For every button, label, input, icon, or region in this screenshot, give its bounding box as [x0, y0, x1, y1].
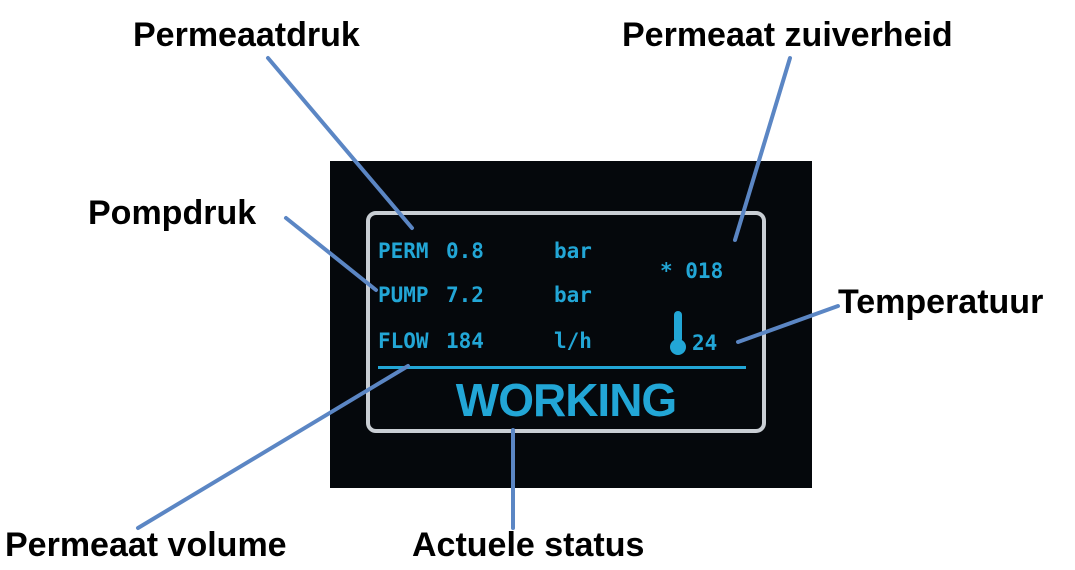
pump-label: PUMP: [378, 283, 429, 307]
callout-permeaat-zuiverheid: Permeaat zuiverheid: [622, 16, 953, 54]
perm-unit: bar: [554, 239, 592, 263]
perm-label: PERM: [378, 239, 429, 263]
callout-permeaat-volume: Permeaat volume: [5, 526, 287, 564]
callout-temperatuur: Temperatuur: [838, 283, 1044, 321]
flow-unit: l/h: [554, 329, 592, 353]
purity-value: * 018: [660, 259, 724, 283]
temperature-value: 24: [692, 331, 718, 355]
flow-value: 184: [446, 329, 484, 353]
flow-label: FLOW: [378, 329, 429, 353]
perm-value: 0.8: [446, 239, 484, 263]
pump-unit: bar: [554, 283, 592, 307]
callout-pompdruk: Pompdruk: [88, 194, 257, 232]
thermometer-icon: [670, 311, 686, 355]
callout-actuele-status: Actuele status: [412, 526, 645, 564]
callout-permeaatdruk: Permeaatdruk: [133, 16, 360, 54]
oled-display: PERM 0.8 bar PUMP 7.2 bar FLOW 184 l/h *…: [330, 161, 812, 488]
display-divider: [378, 366, 746, 369]
status-text: WORKING: [455, 374, 677, 426]
pump-value: 7.2: [446, 283, 484, 307]
